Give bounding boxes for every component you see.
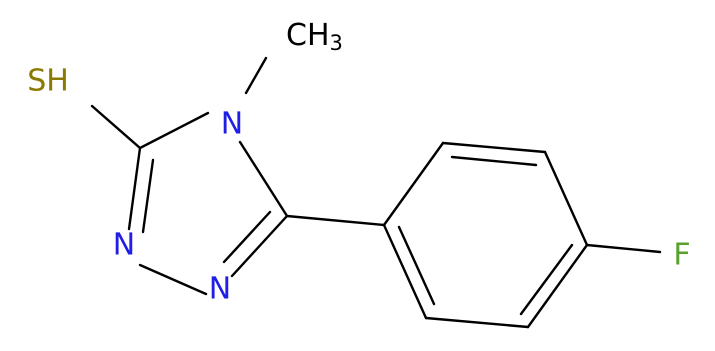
atom-sh: SH <box>27 64 69 99</box>
bond-ph4-ph5-inner <box>519 243 574 316</box>
bond-ph3-ph4 <box>543 150 589 247</box>
bond-n1-n2 <box>138 263 208 296</box>
bond-n2-c3 <box>127 146 142 231</box>
bond-n4-ch3 <box>244 56 268 95</box>
atom-n4: N <box>221 107 243 142</box>
bond-ph5-ph6 <box>424 316 530 329</box>
bonds <box>90 56 662 329</box>
atom-ch3-main: CH <box>286 18 330 53</box>
bond-ph2-ph3-inner <box>450 155 538 167</box>
atom-f: F <box>673 238 690 273</box>
bond-n2-c3-inner <box>141 158 155 234</box>
atom-n2: N <box>113 228 135 263</box>
bond-ph6-ph1-inner <box>397 225 436 306</box>
atom-labels: SH N N N F CH3 <box>27 18 690 307</box>
bond-c3-sh <box>90 104 142 150</box>
bond-n4-c5 <box>238 140 289 218</box>
atom-ch3: CH3 <box>286 18 343 56</box>
bond-ph1-ph2 <box>382 141 445 227</box>
atom-n1: N <box>209 272 231 307</box>
bond-ph4-ph5 <box>526 243 589 329</box>
bond-c5-n1-inner <box>222 210 272 264</box>
bond-c5-n1 <box>230 214 289 278</box>
bond-ph6-ph1 <box>382 223 428 320</box>
bond-c5-phenyl <box>285 214 386 227</box>
bond-c3-n4 <box>138 111 210 150</box>
atom-ch3-subscript: 3 <box>330 31 343 55</box>
bond-ph4-f <box>585 243 662 254</box>
bond-ph2-ph3 <box>441 141 547 154</box>
